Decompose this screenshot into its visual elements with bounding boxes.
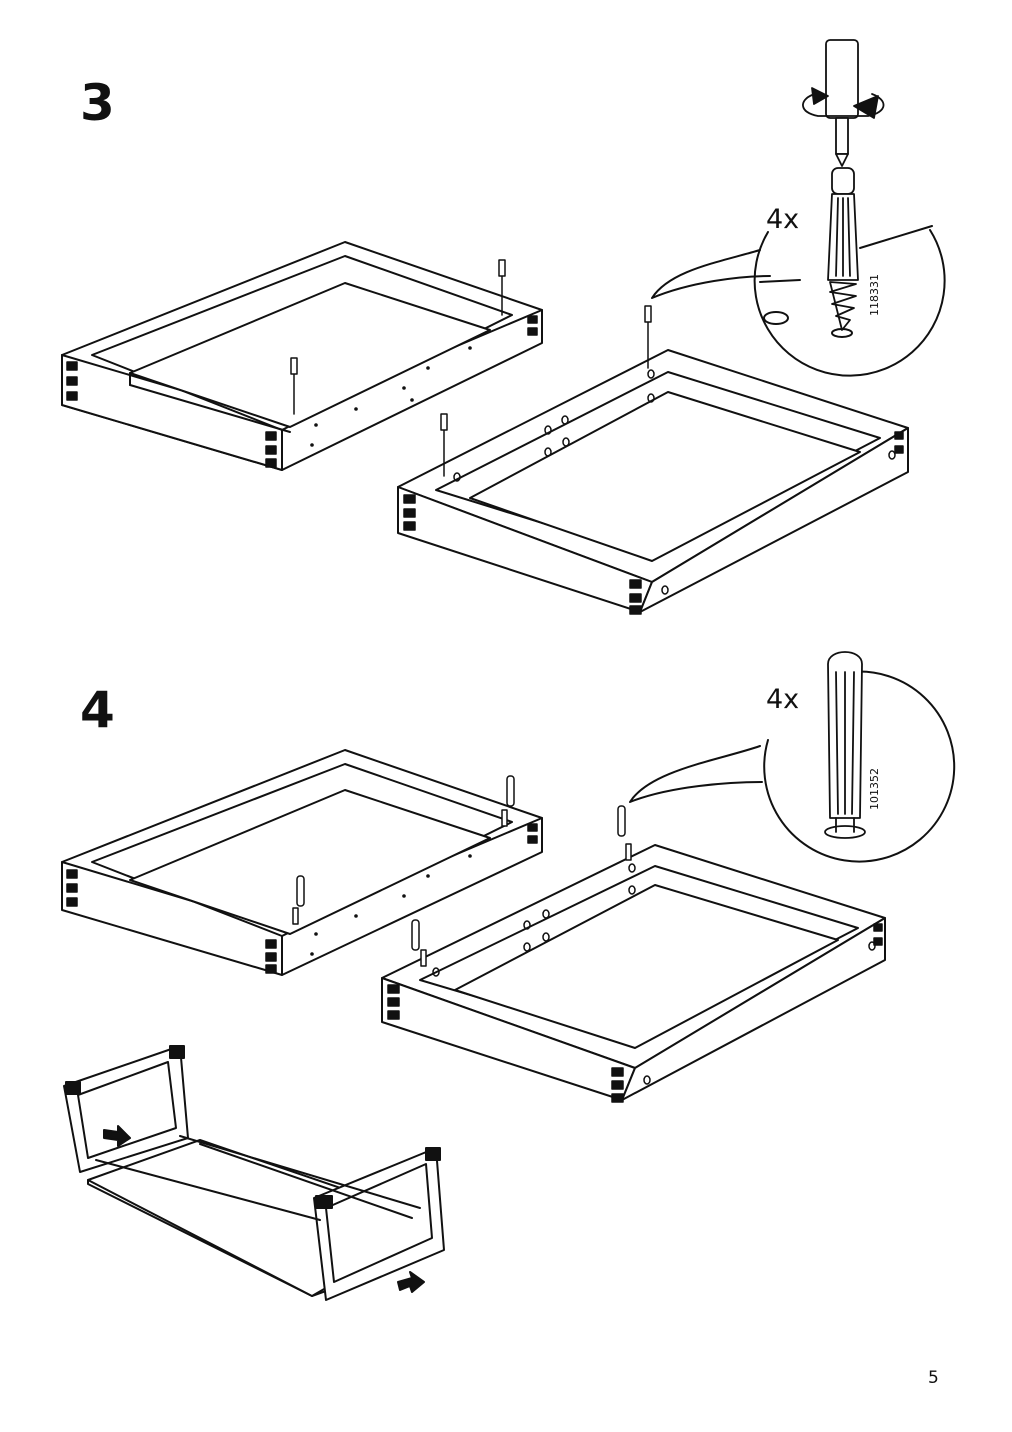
step3-detail-circle <box>651 225 946 377</box>
step-number-3: 3 <box>80 74 115 132</box>
step4-frame-right <box>381 805 886 1103</box>
step4-frame-left <box>61 749 543 976</box>
step3-frame-left <box>61 241 543 471</box>
wooden-dowel-icon <box>824 651 866 839</box>
phillips-screwdriver-icon <box>802 39 885 167</box>
page-number: 5 <box>928 1368 939 1388</box>
step3-frame-right <box>397 305 909 615</box>
step4-detail-circle <box>629 670 956 863</box>
step-number-4: 4 <box>80 681 115 739</box>
cam-lock-screw-icon <box>827 167 859 331</box>
step4-quantity: 4x <box>766 684 800 715</box>
step4-part-number: 101352 <box>868 768 881 810</box>
step3-quantity: 4x <box>766 204 800 235</box>
step3-part-number: 118331 <box>868 274 881 316</box>
bench-frame-assembly <box>63 1045 445 1301</box>
